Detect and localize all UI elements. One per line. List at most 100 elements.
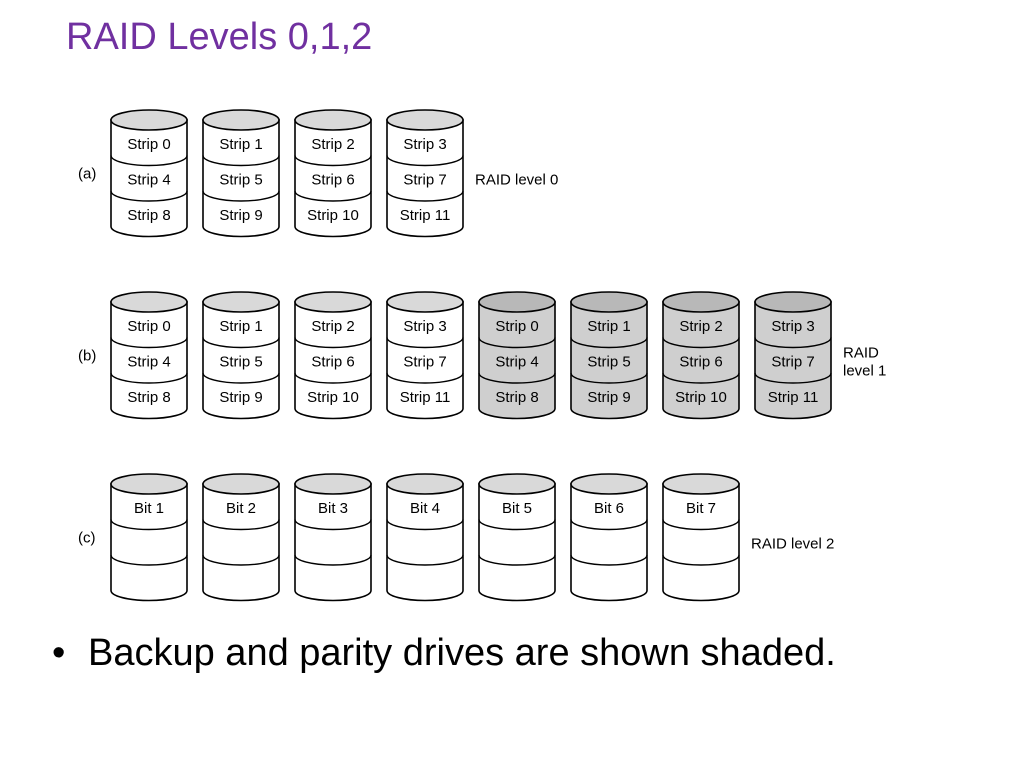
- disk-separator: [294, 337, 372, 349]
- disk-separator: [478, 519, 556, 531]
- disk-body: [110, 301, 188, 420]
- disk-top: [202, 291, 280, 313]
- disk-cell-label: Bit 3: [318, 500, 348, 517]
- disk-separator: [386, 554, 464, 566]
- backup-disk: Strip 0 Strip 4 Strip 8: [478, 291, 556, 420]
- disk-separator: [570, 519, 648, 531]
- disk-cell-label: Strip 4: [495, 353, 538, 370]
- disk-cell-label: Strip 8: [127, 389, 170, 406]
- raid-level-label: level 1: [843, 362, 886, 379]
- disk-body: [386, 301, 464, 420]
- disk-separator: [754, 337, 832, 349]
- disk-separator: [110, 372, 188, 384]
- disk-body: [478, 483, 556, 602]
- disk-separator: [110, 190, 188, 202]
- disk-top: [478, 291, 556, 313]
- disk-top: [662, 473, 740, 495]
- disk-body: [662, 301, 740, 420]
- disk-cell-label: Bit 6: [594, 500, 624, 517]
- disk-top: [386, 109, 464, 131]
- disk: Bit 4: [386, 473, 464, 602]
- row-tag: (a): [78, 165, 96, 182]
- disk-cell-label: Strip 3: [771, 318, 814, 335]
- disk-separator: [570, 554, 648, 566]
- disk-separator: [386, 337, 464, 349]
- raid-level-label: RAID level 0: [475, 171, 558, 188]
- disk-top: [754, 291, 832, 313]
- disk-cell-label: Strip 8: [495, 389, 538, 406]
- disk-top: [478, 473, 556, 495]
- disk-cell-label: Strip 1: [219, 318, 262, 335]
- disk-cell-label: Strip 7: [771, 353, 814, 370]
- disk-cell-label: Strip 3: [403, 136, 446, 153]
- disk-cell-label: Bit 2: [226, 500, 256, 517]
- disk-cell-label: Bit 5: [502, 500, 532, 517]
- disk-separator: [202, 337, 280, 349]
- disk: Bit 1: [110, 473, 188, 602]
- disk-separator: [386, 372, 464, 384]
- disk-separator: [294, 155, 372, 167]
- disk-separator: [662, 372, 740, 384]
- disk-cell-label: Strip 0: [495, 318, 538, 335]
- disk-body: [294, 301, 372, 420]
- disk-body: [386, 483, 464, 602]
- raid-row-c: (c) Bit 1 Bit 2 Bit 3 Bit 4 Bit 5 Bit 6 Bit 7 RA…: [78, 473, 834, 602]
- disk-separator: [386, 519, 464, 531]
- disk-cell-label: Strip 1: [587, 318, 630, 335]
- disk-separator: [110, 519, 188, 531]
- disk-cell-label: Strip 9: [219, 389, 262, 406]
- disk-cell-label: Strip 10: [307, 207, 359, 224]
- disk-cell-label: Strip 9: [587, 389, 630, 406]
- disk-top: [110, 291, 188, 313]
- disk-separator: [570, 372, 648, 384]
- disk-cell-label: Strip 8: [127, 207, 170, 224]
- disk-separator: [294, 554, 372, 566]
- disk-separator: [202, 372, 280, 384]
- disk-cell-label: Strip 0: [127, 318, 170, 335]
- row-tag: (c): [78, 529, 96, 546]
- disk-separator: [662, 554, 740, 566]
- disk-cell-label: Strip 10: [307, 389, 359, 406]
- disk: Bit 5: [478, 473, 556, 602]
- disk-top: [294, 291, 372, 313]
- disk-cell-label: Strip 1: [219, 136, 262, 153]
- slide-title: RAID Levels 0,1,2: [66, 16, 373, 58]
- bullet-text: Backup and parity drives are shown shade…: [88, 632, 836, 674]
- disk-separator: [662, 519, 740, 531]
- disk-cell-label: Strip 6: [311, 353, 354, 370]
- disk-separator: [110, 155, 188, 167]
- disk-top: [662, 291, 740, 313]
- disk-top: [386, 473, 464, 495]
- bullet-item: •Backup and parity drives are shown shad…: [52, 632, 836, 675]
- disk-separator: [202, 190, 280, 202]
- disk-body: [294, 483, 372, 602]
- disk-top: [570, 291, 648, 313]
- disk: Bit 3: [294, 473, 372, 602]
- raid-level-label: RAID level 2: [751, 535, 834, 552]
- disk-cell-label: Bit 7: [686, 500, 716, 517]
- disk-cell-label: Bit 1: [134, 500, 164, 517]
- disk-cell-label: Strip 11: [400, 207, 451, 224]
- disk-separator: [110, 554, 188, 566]
- disk: Bit 7: [662, 473, 740, 602]
- disk-body: [478, 301, 556, 420]
- disk-cell-label: Strip 7: [403, 353, 446, 370]
- disk-body: [202, 483, 280, 602]
- disk-separator: [386, 155, 464, 167]
- disk-body: [110, 119, 188, 238]
- disk-top: [110, 473, 188, 495]
- disk-top: [570, 473, 648, 495]
- disk-body: [110, 483, 188, 602]
- disk-cell-label: Strip 10: [675, 389, 727, 406]
- disk-separator: [294, 190, 372, 202]
